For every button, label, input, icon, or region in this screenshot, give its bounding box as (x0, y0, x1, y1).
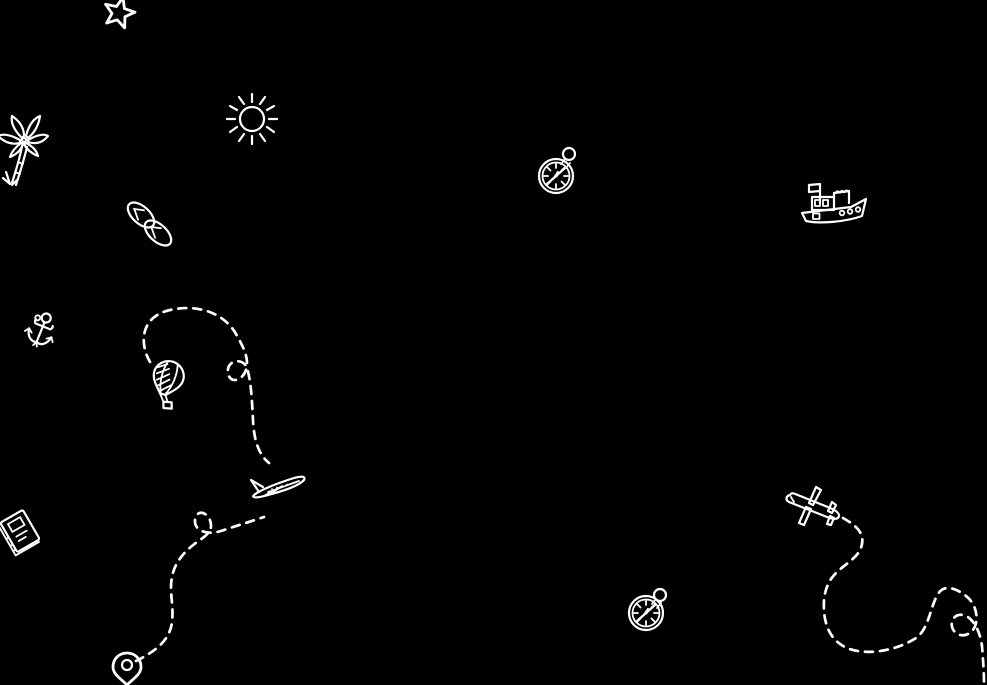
map-pin-icon (111, 651, 143, 685)
jet-plane-icon (249, 475, 306, 499)
palm-tree-icon (0, 114, 50, 187)
airplane-icon (785, 485, 841, 527)
starfish-icon (104, 0, 137, 30)
pocket-compass-top-icon (537, 146, 577, 195)
pocket-compass-bottom-icon (627, 587, 668, 632)
route-left (134, 306, 271, 663)
hot-air-balloon-icon (152, 360, 185, 410)
steamboat-icon (800, 182, 868, 224)
sun-icon (225, 92, 279, 146)
flip-flops-icon (126, 201, 173, 247)
anchor-icon (23, 312, 54, 348)
passport-icon (0, 509, 41, 557)
route-right (822, 516, 986, 685)
